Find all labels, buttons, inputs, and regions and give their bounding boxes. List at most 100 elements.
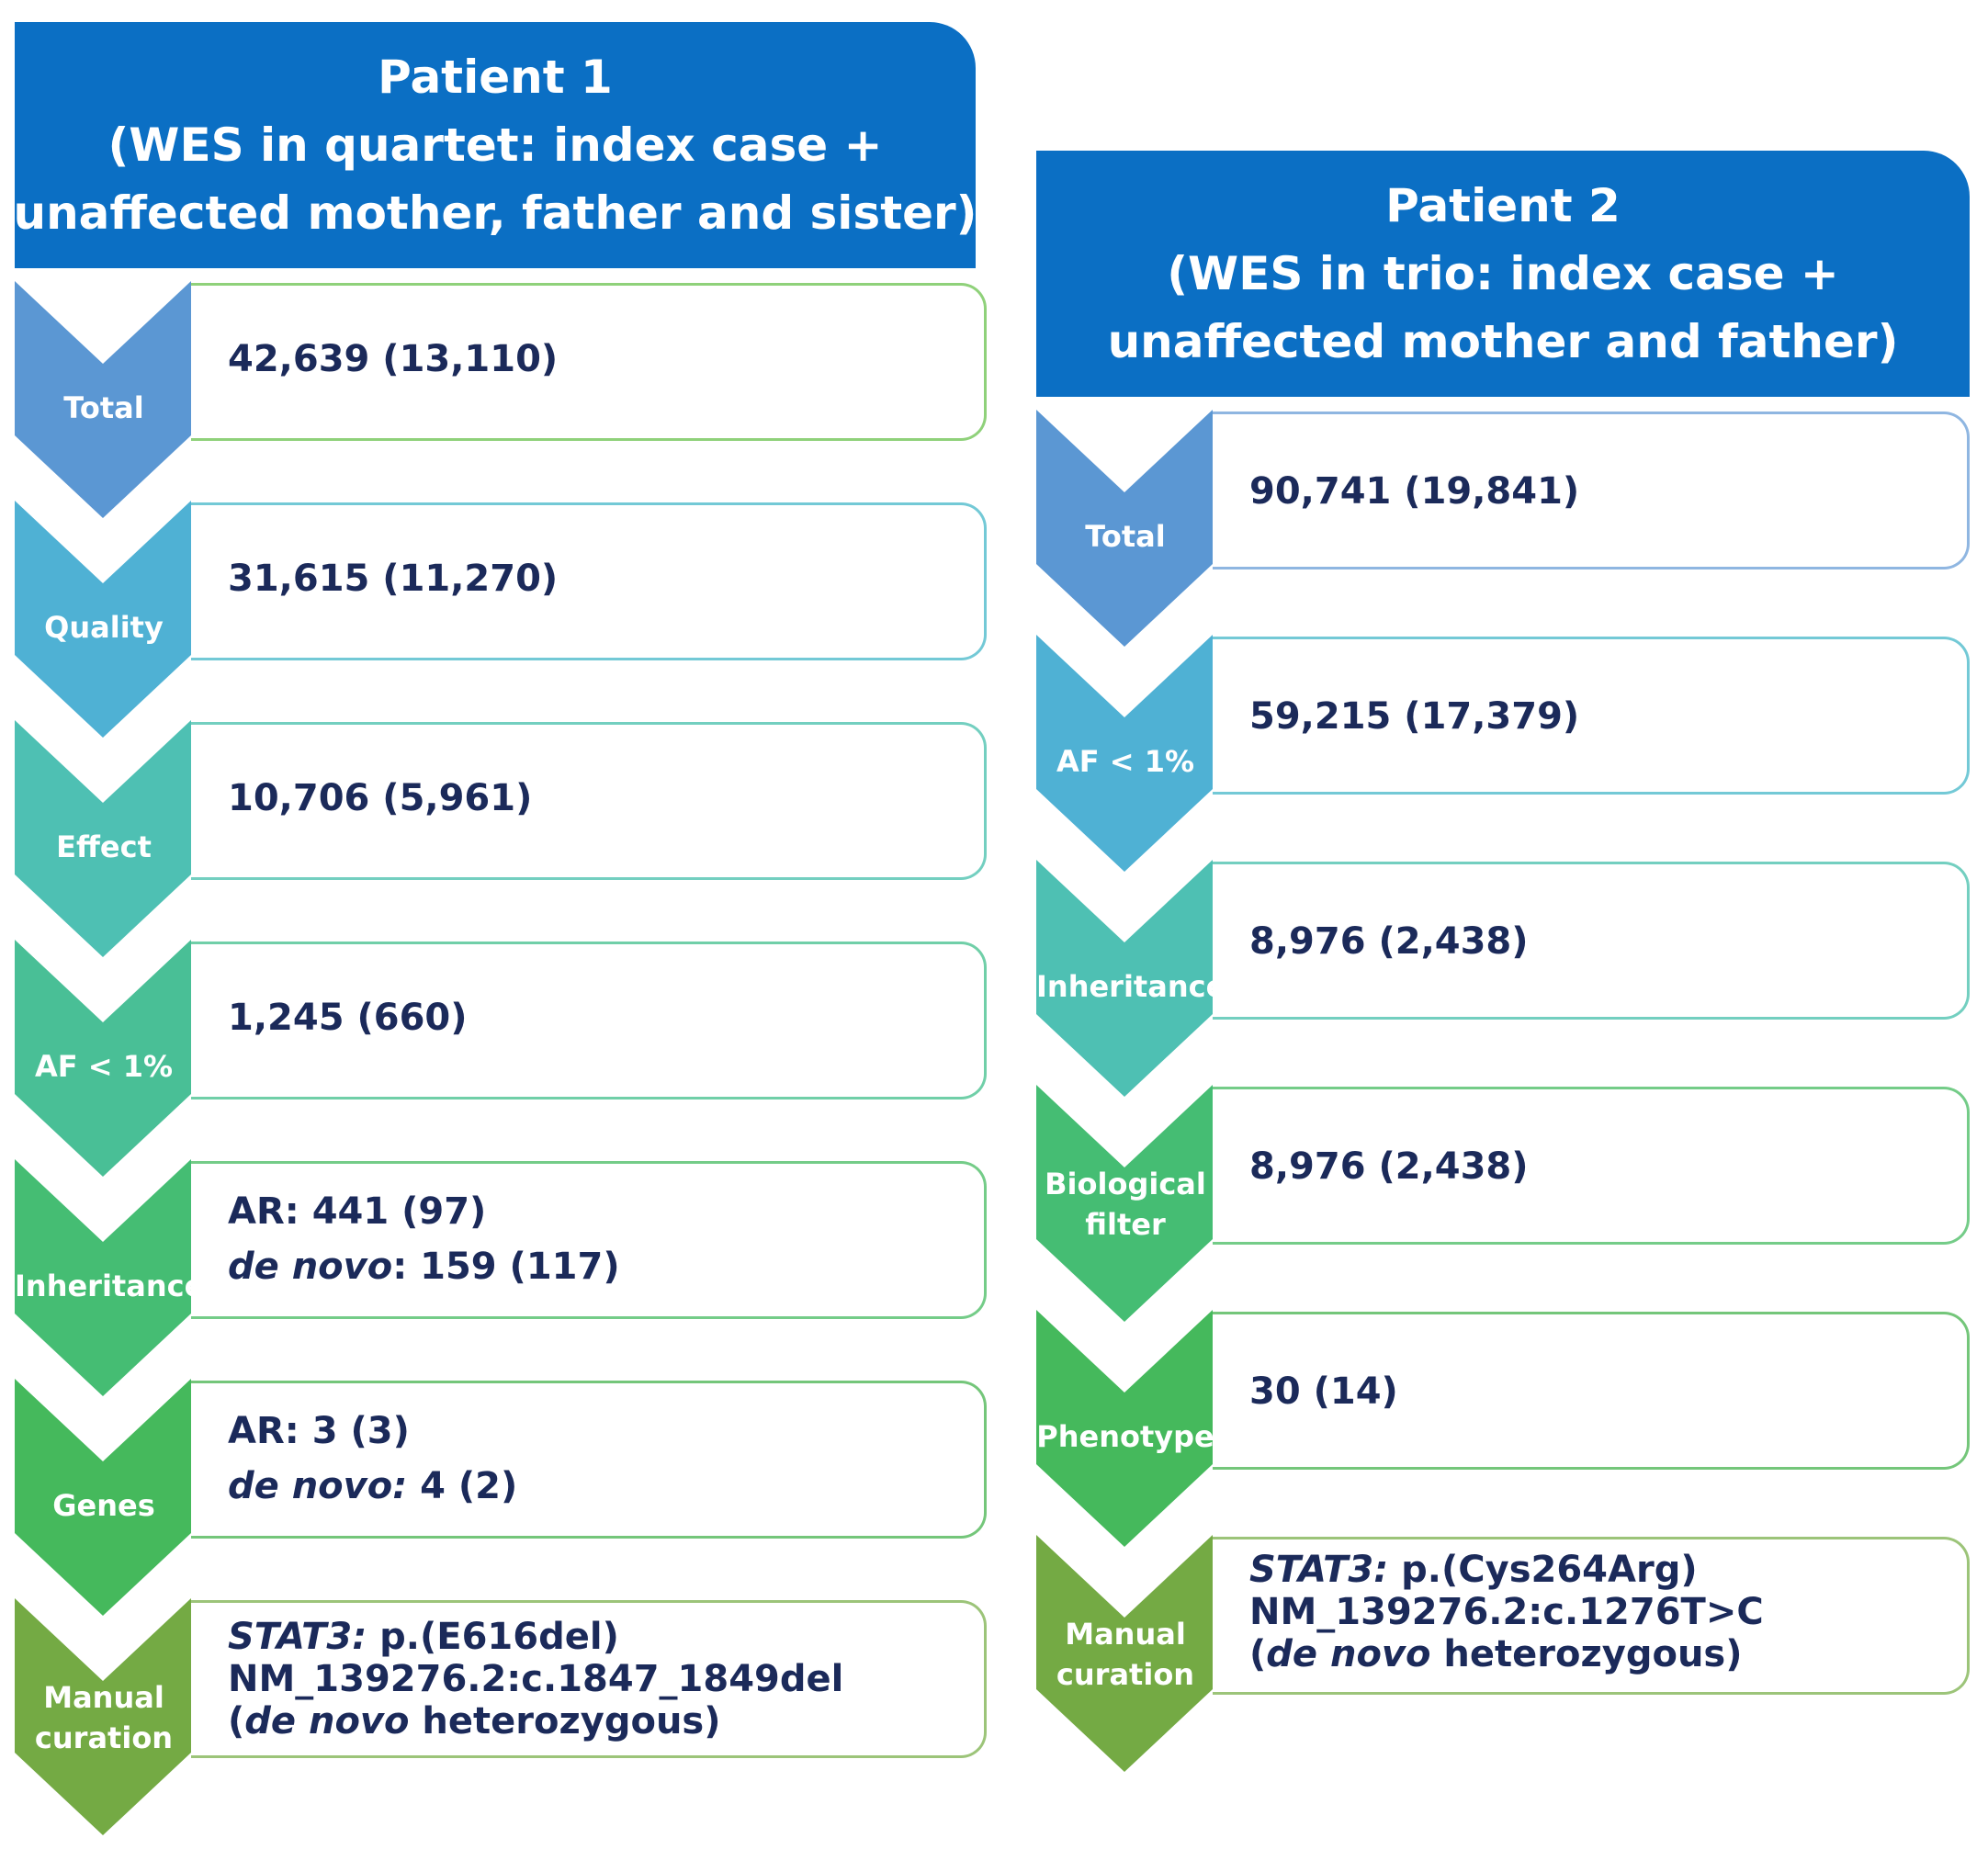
de-novo-label: de novo:: [228, 1465, 408, 1507]
patient2-title: Patient 2: [1385, 179, 1621, 232]
step-content-box: AR: 441 (97) de novo: 159 (117): [191, 1161, 987, 1319]
step-label: Quality: [44, 610, 164, 645]
patient2-step-af: 59,215 (17,379) AF < 1%: [1036, 635, 1973, 872]
gene-name: STAT3:: [228, 1616, 367, 1658]
step-content-box: 90,741 (19,841): [1213, 412, 1970, 569]
step-content-box: 31,615 (11,270): [191, 502, 987, 660]
variant-mode: (de novo heterozygous): [228, 1700, 721, 1742]
zygosity: heterozygous): [1430, 1633, 1743, 1675]
chevron-arrow: [1036, 1535, 1213, 1772]
patient1-step-total: 42,639 (13,110) Total: [15, 281, 990, 518]
step-count: 1,245 (660): [228, 997, 468, 1039]
step-content-box: 1,245 (660): [191, 942, 987, 1100]
step-count: 8,976 (2,438): [1249, 920, 1529, 963]
step-content-box: 30 (14): [1213, 1312, 1970, 1470]
step-label: Effect: [56, 829, 152, 864]
chevron-arrow: [1036, 860, 1213, 1097]
chevron-arrow: [1036, 1310, 1213, 1547]
step-label-line2: curation: [34, 1720, 174, 1755]
ar-prefix: AR:: [228, 1190, 299, 1233]
de-novo-label: de novo: [244, 1700, 410, 1742]
chevron-arrow: [15, 1598, 191, 1835]
step-content-box: 10,706 (5,961): [191, 722, 987, 880]
chevron-arrow: [15, 720, 191, 957]
variant-transcript: NM_139276.2:c.1276T>C: [1249, 1591, 1764, 1633]
chevron-arrow: [1036, 1085, 1213, 1322]
patient1-step-quality: 31,615 (11,270) Quality: [15, 501, 990, 738]
step-label: Manual curation: [15, 1677, 193, 1758]
chevron-arrow: [15, 501, 191, 738]
step-content-box: 42,639 (13,110): [191, 283, 987, 441]
chevron-arrow: [15, 281, 191, 518]
chevron-arrow: [1036, 635, 1213, 872]
ar-value: 3 (3): [299, 1410, 410, 1452]
chevron-arrow: [15, 1379, 191, 1616]
step-count: 10,706 (5,961): [228, 777, 533, 819]
step-label: Total: [63, 390, 144, 425]
patient2-step-phenotype: 30 (14) Phenotype: [1036, 1310, 1973, 1547]
step-label: Manual curation: [1036, 1614, 1214, 1695]
patient2-subtitle-line2: unaffected mother and father): [1107, 315, 1899, 368]
de-novo-label: de novo: [228, 1246, 393, 1288]
chevron-arrow: [15, 1159, 191, 1396]
patient2-step-total: 90,741 (19,841) Total: [1036, 410, 1973, 647]
patient1-subtitle-line2: unaffected mother, father and sister): [13, 186, 977, 240]
step-label-line1: Manual: [1065, 1617, 1186, 1652]
paren-open: (: [228, 1700, 245, 1742]
step-content-box: 8,976 (2,438): [1213, 862, 1970, 1020]
patient1-step-manual-curation: STAT3: p.(E616del) NM_139276.2:c.1847_18…: [15, 1598, 990, 1835]
step-count-de-novo: de novo: 159 (117): [228, 1239, 620, 1294]
patient2-step-inheritance: 8,976 (2,438) Inheritance: [1036, 860, 1973, 1097]
step-count: 8,976 (2,438): [1249, 1145, 1529, 1188]
patient1-column: Patient 1 (WES in quartet: index case + …: [13, 22, 990, 1850]
patient1-step-effect: 10,706 (5,961) Effect: [15, 720, 990, 957]
step-label-line2: filter: [1085, 1207, 1166, 1242]
ar-prefix: AR:: [228, 1410, 299, 1452]
patient2-step-manual-curation: STAT3: p.(Cys264Arg) NM_139276.2:c.1276T…: [1036, 1535, 1973, 1772]
step-label: AF < 1%: [1056, 744, 1195, 779]
step-count: 30 (14): [1249, 1370, 1398, 1413]
patient1-title: Patient 1: [378, 51, 613, 104]
patient1-step-genes: AR: 3 (3) de novo: 4 (2) Genes: [15, 1379, 990, 1616]
variant-protein: STAT3: p.(Cys264Arg): [1249, 1549, 1698, 1591]
step-count-ar: AR: 441 (97): [228, 1184, 486, 1239]
step-count-de-novo: de novo: 4 (2): [228, 1459, 517, 1514]
step-label: Phenotype: [1036, 1419, 1214, 1454]
step-label: AF < 1%: [34, 1049, 174, 1084]
step-content-box: 59,215 (17,379): [1213, 637, 1970, 795]
de-novo-value: : 159 (117): [392, 1246, 620, 1288]
step-label: Biological filter: [1036, 1164, 1214, 1245]
patient1-header: Patient 1 (WES in quartet: index case + …: [13, 22, 977, 268]
patient2-header: Patient 2 (WES in trio: index case + una…: [1036, 151, 1970, 397]
gene-name: STAT3:: [1249, 1549, 1389, 1591]
patient2-column: Patient 2 (WES in trio: index case + una…: [1036, 151, 1973, 1804]
step-count: 31,615 (11,270): [228, 558, 559, 600]
zygosity: heterozygous): [409, 1700, 721, 1742]
step-label-line2: curation: [1056, 1657, 1195, 1692]
step-label-line1: Manual: [43, 1680, 164, 1715]
step-content-box: 8,976 (2,438): [1213, 1087, 1970, 1245]
patient1-subtitle-line1: (WES in quartet: index case +: [107, 118, 883, 172]
step-label-line1: Biological: [1045, 1167, 1206, 1201]
protein-change: p.(Cys264Arg): [1388, 1549, 1698, 1591]
chevron-arrow: [1036, 410, 1213, 647]
step-count: 59,215 (17,379): [1249, 695, 1580, 738]
chevron-arrow: [15, 940, 191, 1177]
step-label: Inheritance: [1036, 969, 1226, 1004]
patient2-subtitle-line1: (WES in trio: index case +: [1167, 247, 1839, 300]
step-count: 90,741 (19,841): [1249, 470, 1580, 513]
patient1-step-inheritance: AR: 441 (97) de novo: 159 (117) Inherita…: [15, 1159, 990, 1396]
paren-open: (: [1249, 1633, 1267, 1675]
step-label: Genes: [52, 1488, 155, 1523]
protein-change: p.(E616del): [367, 1616, 619, 1658]
step-count: 42,639 (13,110): [228, 338, 559, 380]
patient2-step-biological-filter: 8,976 (2,438) Biological filter: [1036, 1085, 1973, 1322]
step-content-box: AR: 3 (3) de novo: 4 (2): [191, 1381, 987, 1539]
step-content-box: STAT3: p.(E616del) NM_139276.2:c.1847_18…: [191, 1600, 987, 1758]
variant-mode: (de novo heterozygous): [1249, 1633, 1743, 1675]
step-content-box: STAT3: p.(Cys264Arg) NM_139276.2:c.1276T…: [1213, 1537, 1970, 1695]
ar-value: 441 (97): [299, 1190, 487, 1233]
de-novo-label: de novo: [1266, 1633, 1431, 1675]
variant-transcript: NM_139276.2:c.1847_1849del: [228, 1658, 844, 1700]
step-count-ar: AR: 3 (3): [228, 1404, 410, 1459]
